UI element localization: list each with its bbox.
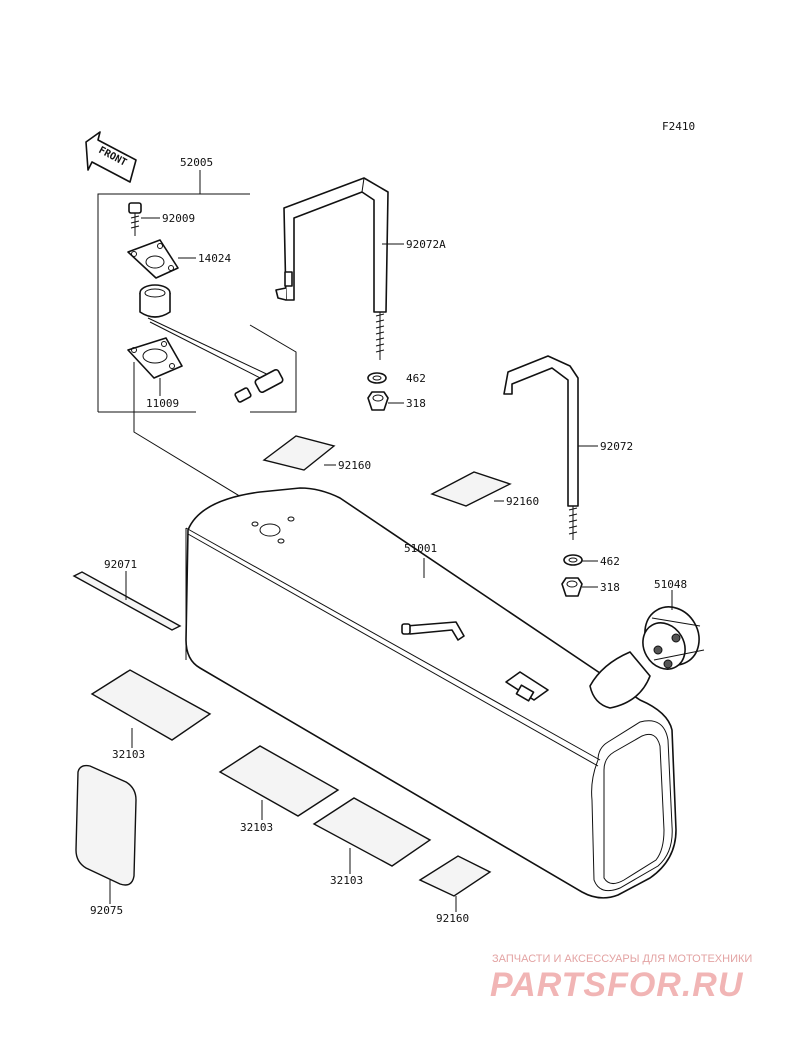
label-92160-middle: 92160: [506, 495, 539, 508]
strap-92072A: [275, 177, 389, 360]
pad-92160-upper: [262, 435, 336, 471]
pad-32103-right: [312, 797, 432, 867]
label-92009: 92009: [162, 212, 195, 225]
label-462-upper: 462: [406, 372, 426, 385]
strip-92071: [72, 571, 182, 631]
label-92160-upper: 92160: [338, 459, 371, 472]
label-52005: 52005: [180, 156, 213, 169]
figure-code: F2410: [662, 120, 695, 133]
washer-462-upper: [367, 372, 387, 384]
label-14024: 14024: [198, 252, 231, 265]
label-51048: 51048: [654, 578, 687, 591]
label-51001: 51001: [404, 542, 437, 555]
label-92160-bottom: 92160: [436, 912, 469, 925]
label-32103-left: 32103: [112, 748, 145, 761]
label-318-upper: 318: [406, 397, 426, 410]
watermark-tagline: ЗАПЧАСТИ И АКСЕССУАРЫ ДЛЯ МОТОТЕХНИКИ: [492, 953, 752, 965]
assembly-bracket-52005: [97, 170, 297, 413]
label-92075: 92075: [90, 904, 123, 917]
leader-assembly-to-tank: [133, 362, 257, 507]
label-92071: 92071: [104, 558, 137, 571]
label-318-lower: 318: [600, 581, 620, 594]
pad-92160-bottom: [418, 855, 492, 897]
gasket-11009: [127, 337, 183, 379]
pad-92160-middle: [430, 471, 512, 507]
pad-32103-middle: [218, 745, 340, 817]
fuel-cap-51048: [642, 606, 705, 670]
pad-32103-left: [90, 669, 212, 741]
washer-462-lower: [563, 554, 583, 566]
watermark-brand: PARTSFOR.RU: [490, 966, 744, 1004]
label-462-lower: 462: [600, 555, 620, 568]
watermark: ЗАПЧАСТИ И АКСЕССУАРЫ ДЛЯ МОТОТЕХНИКИ PA…: [490, 953, 752, 1004]
pad-92075: [75, 764, 137, 886]
plate-14024: [127, 239, 179, 279]
label-32103-middle: 32103: [240, 821, 273, 834]
front-arrow-icon: FRONT: [85, 131, 137, 183]
label-92072: 92072: [600, 440, 633, 453]
label-32103-right: 32103: [330, 874, 363, 887]
screw-92009: [128, 202, 142, 236]
fuel-tank-51001: [185, 487, 677, 899]
label-92072A: 92072A: [406, 238, 446, 251]
nut-318-upper: [367, 391, 389, 411]
strap-92072: [503, 355, 579, 540]
label-11009: 11009: [146, 397, 179, 410]
fuel-gauge-sender: [139, 284, 284, 403]
nut-318-lower: [561, 577, 583, 597]
